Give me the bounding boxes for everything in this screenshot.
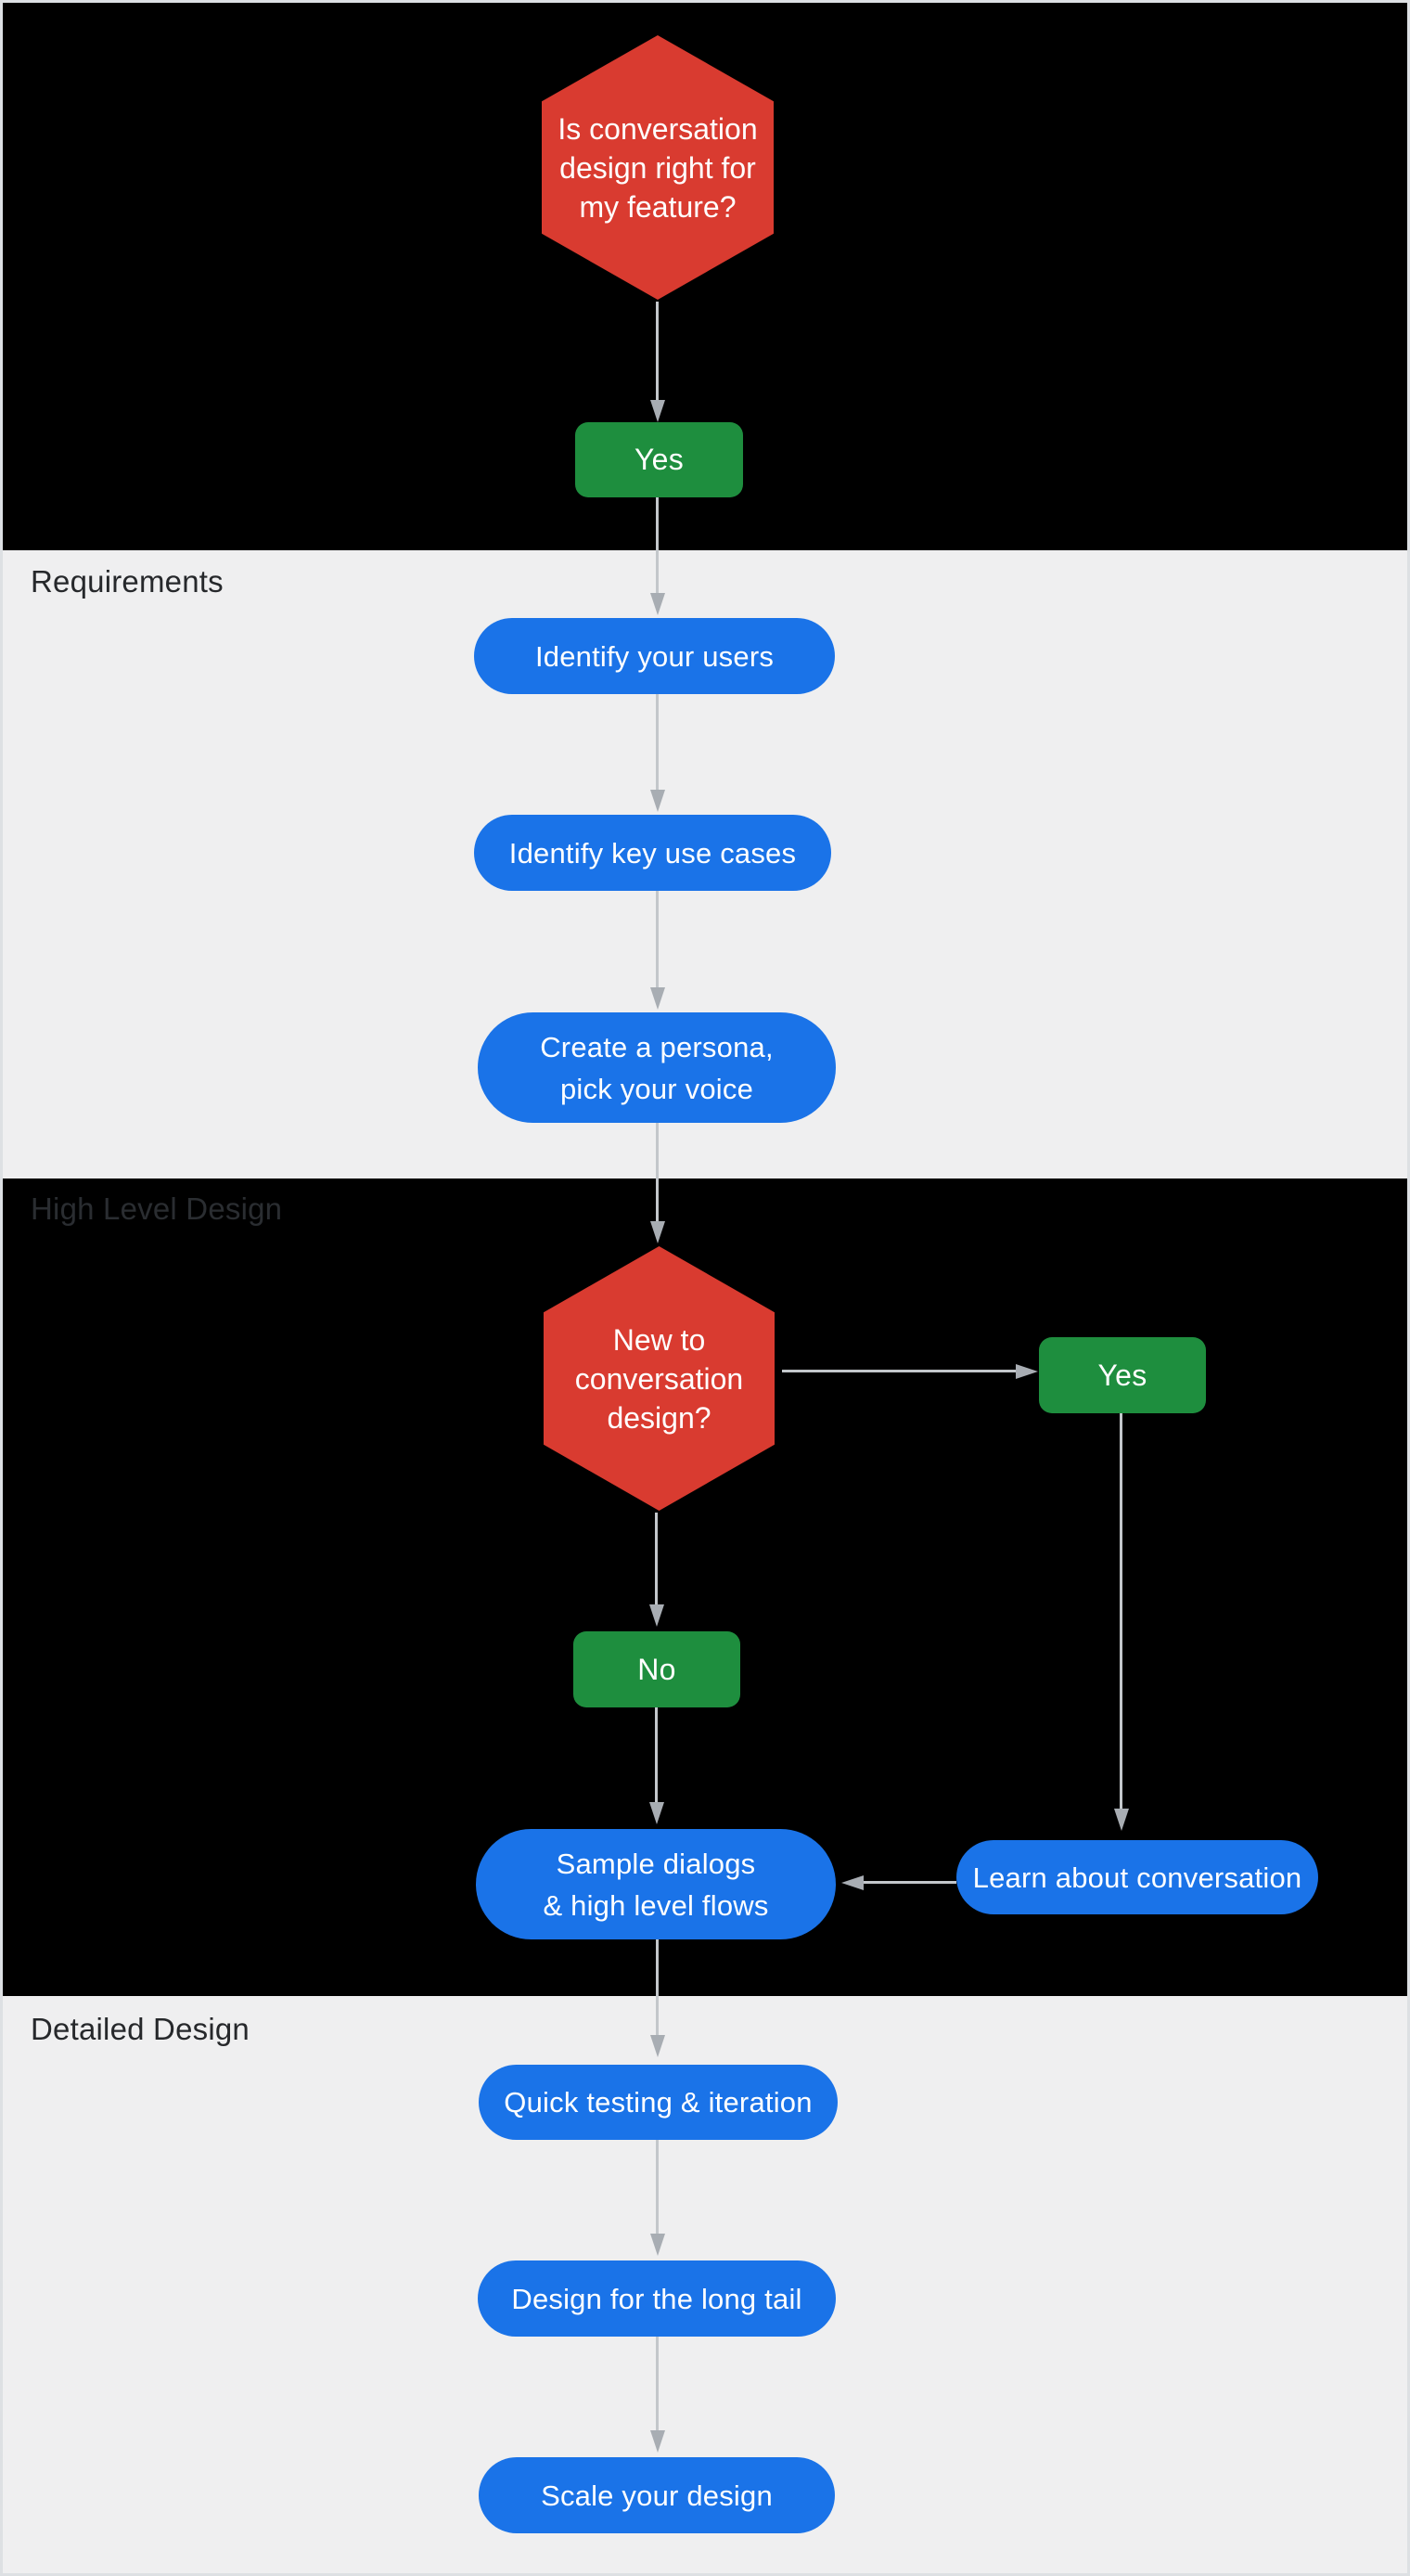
step-design-for-long-tail[interactable]: Design for the long tail (478, 2260, 836, 2337)
arrowhead-down-icon (1114, 1809, 1129, 1831)
step-label: Identify your users (534, 639, 775, 673)
step-quick-testing-iteration[interactable]: Quick testing & iteration (479, 2065, 838, 2140)
arrow-line (656, 694, 659, 790)
arrow-line (656, 2140, 659, 2234)
answer-label: Yes (634, 443, 685, 476)
decision-new-to-conversation-design[interactable]: New to conversation design? (544, 1246, 775, 1511)
arrow-line (656, 2337, 659, 2430)
step-label-line: pick your voice (559, 1072, 754, 1105)
step-label: Learn about conversation (972, 1861, 1302, 1894)
arrowhead-down-icon (650, 2234, 665, 2256)
step-identify-your-users[interactable]: Identify your users (474, 618, 835, 694)
decision-text-line: design? (607, 1400, 711, 1435)
step-learn-about-conversation[interactable]: Learn about conversation (956, 1840, 1318, 1914)
answer-no-button[interactable]: No (573, 1631, 740, 1707)
answer-label: No (637, 1652, 676, 1686)
decision-text-line: conversation (574, 1361, 744, 1396)
decision-text-line: New to (612, 1322, 706, 1357)
arrow-line (655, 1707, 658, 1802)
arrow-line (1120, 1413, 1122, 1809)
step-label-line: & high level flows (543, 1888, 769, 1922)
step-identify-key-use-cases[interactable]: Identify key use cases (474, 815, 831, 891)
section-label-high-level-design: High Level Design (31, 1191, 283, 1226)
arrowhead-right-icon (1016, 1364, 1038, 1379)
arrow-line (656, 1939, 659, 2035)
step-create-persona-pick-voice[interactable]: Create a persona, pick your voice (478, 1012, 836, 1123)
step-scale-your-design[interactable]: Scale your design (479, 2457, 835, 2533)
decision-text: Is conversation design right for my feat… (558, 109, 757, 226)
step-label-line: Sample dialogs (556, 1847, 756, 1880)
step-label-line: Create a persona, (540, 1030, 774, 1063)
arrowhead-down-icon (650, 987, 665, 1010)
arrow-line (655, 1513, 658, 1604)
arrow-line (656, 497, 659, 593)
step-label: Quick testing & iteration (504, 2086, 813, 2119)
arrowhead-left-icon (841, 1875, 864, 1890)
decision-text-line: design right for (559, 150, 756, 185)
section-label-detailed-design: Detailed Design (31, 2012, 250, 2046)
arrowhead-down-icon (650, 400, 665, 422)
decision-is-conversation-design-right[interactable]: Is conversation design right for my feat… (542, 35, 774, 300)
decision-text: New to conversation design? (575, 1320, 743, 1437)
step-sample-dialogs-high-level-flows[interactable]: Sample dialogs & high level flows (476, 1829, 836, 1939)
arrowhead-down-icon (650, 1221, 665, 1243)
section-label-requirements: Requirements (31, 564, 224, 599)
arrow-line (656, 1123, 659, 1221)
arrowhead-down-icon (649, 1604, 664, 1627)
step-label: Design for the long tail (511, 2282, 802, 2315)
decision-text-line: my feature? (579, 189, 737, 224)
arrowhead-down-icon (650, 593, 665, 615)
arrowhead-down-icon (650, 2035, 665, 2057)
arrow-line (656, 891, 659, 987)
step-label: Scale your design (541, 2479, 773, 2512)
decision-text-line: Is conversation (558, 111, 758, 146)
step-label: Identify key use cases (508, 836, 797, 869)
arrow-line (782, 1370, 1016, 1372)
arrow-line (656, 302, 659, 400)
arrow-line (864, 1881, 956, 1884)
answer-yes-button[interactable]: Yes (1039, 1337, 1206, 1413)
arrowhead-down-icon (649, 1802, 664, 1824)
answer-yes-button[interactable]: Yes (575, 422, 743, 497)
answer-label: Yes (1097, 1358, 1147, 1392)
arrowhead-down-icon (650, 790, 665, 812)
arrowhead-down-icon (650, 2430, 665, 2453)
